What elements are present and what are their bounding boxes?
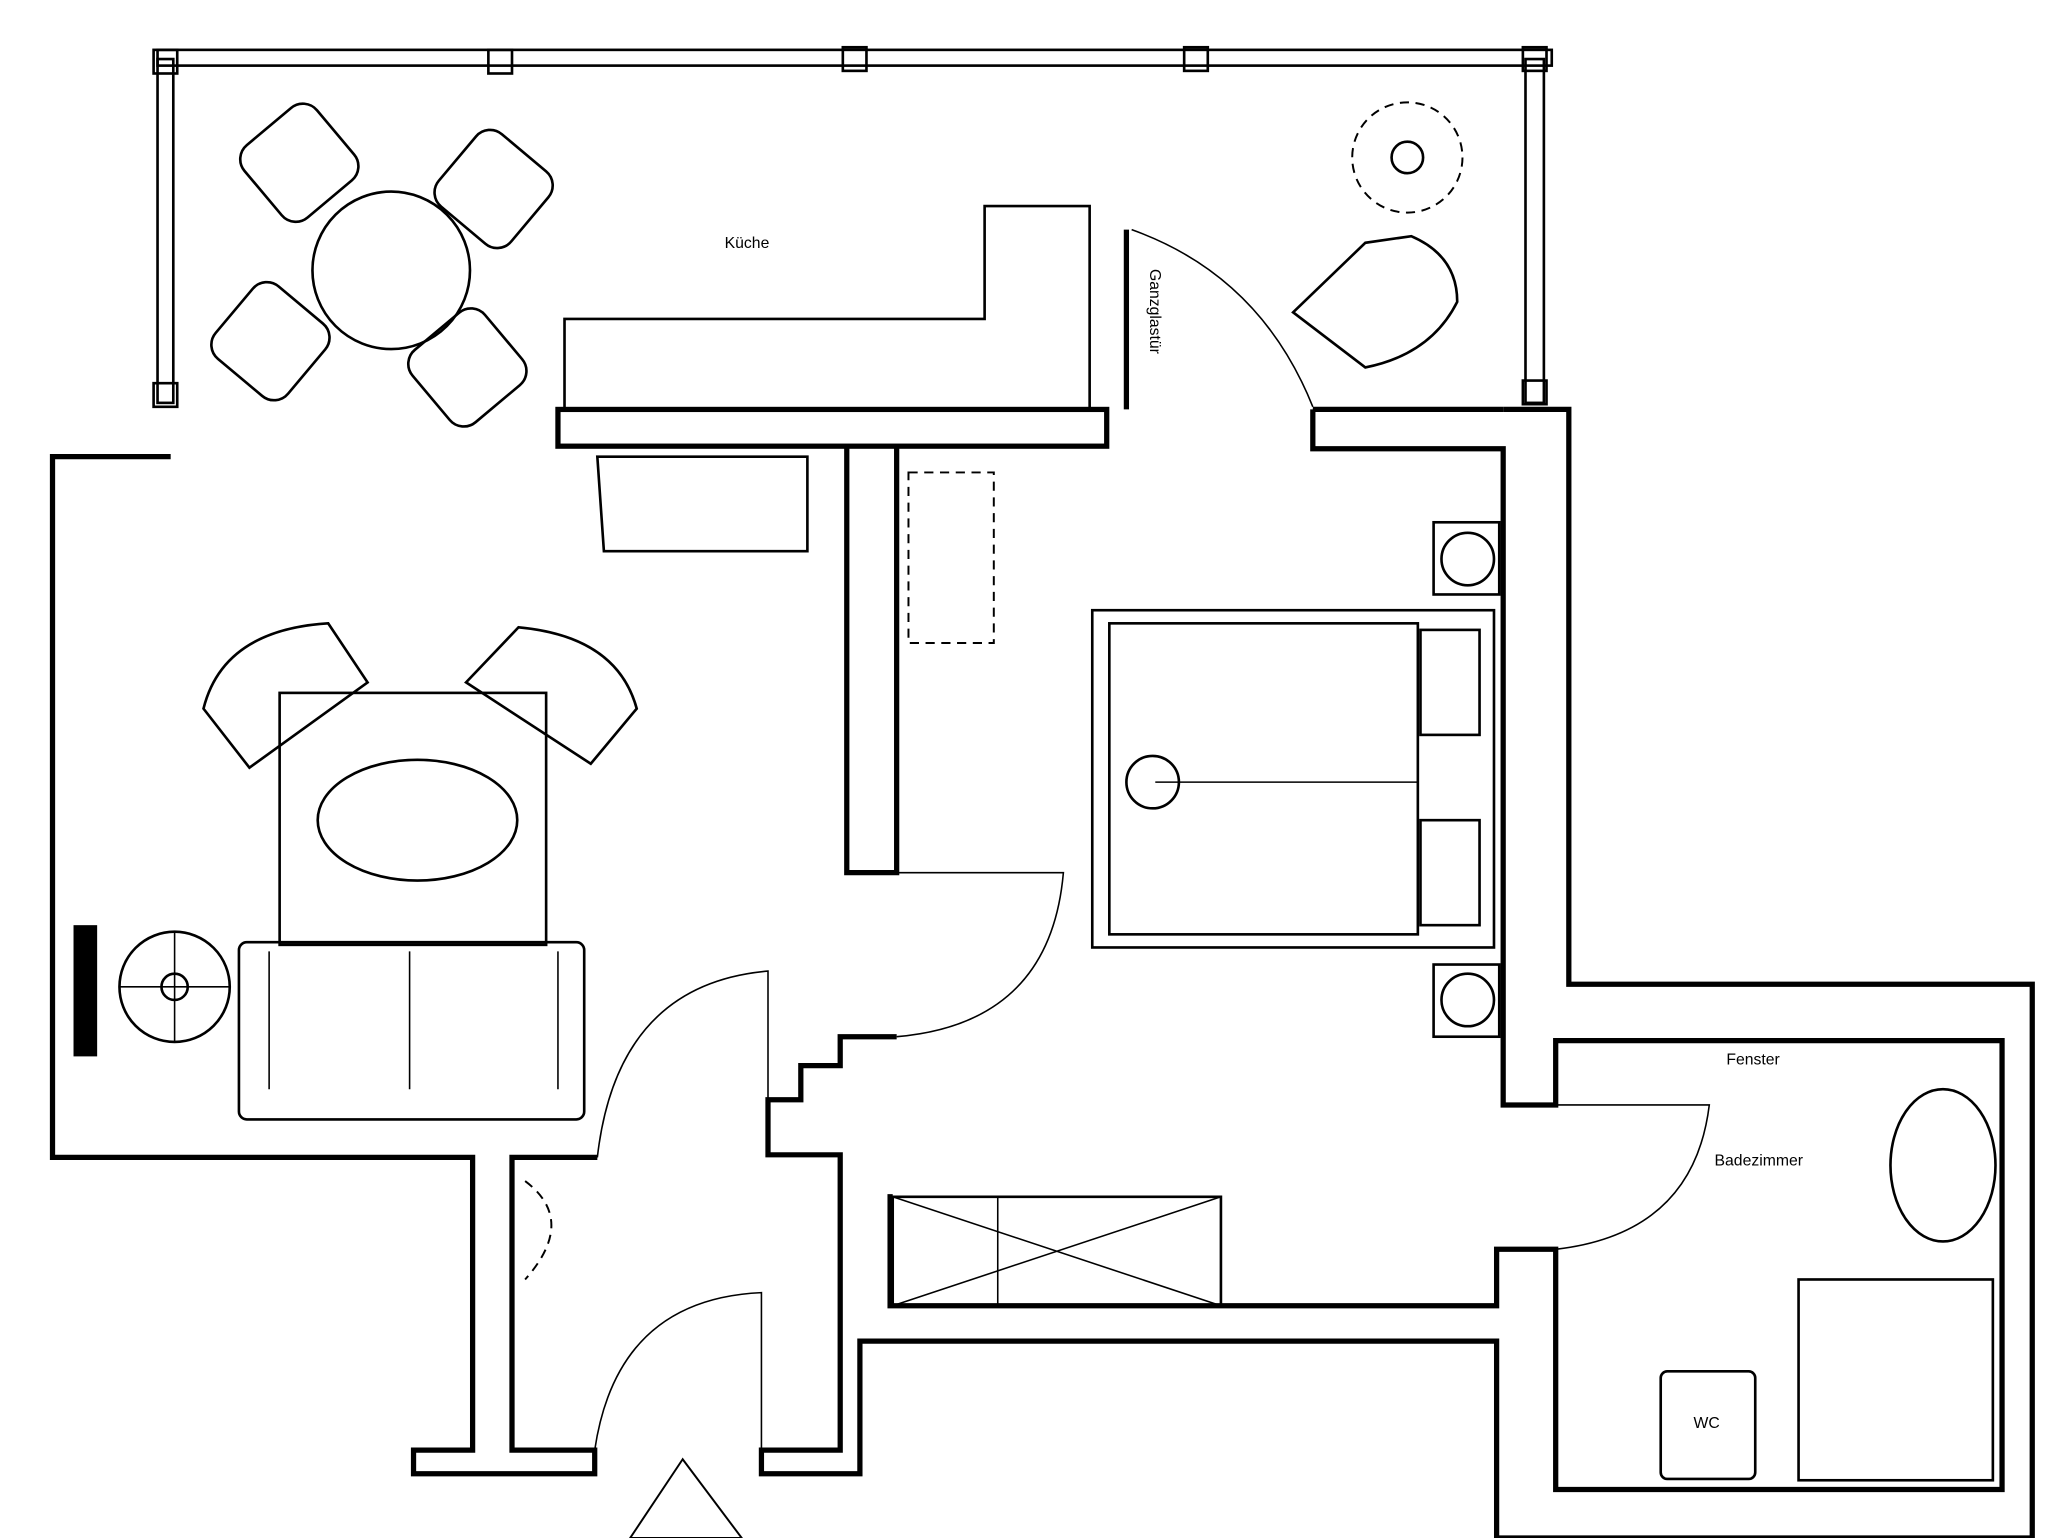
terrace-dining-set <box>210 102 555 428</box>
toilet <box>1659 1370 1757 1481</box>
double-bed <box>1090 608 1496 949</box>
terrace-armchair <box>1291 234 1459 369</box>
nightstand-bottom <box>1432 963 1501 1039</box>
terrace-lamp <box>1351 101 1464 214</box>
shower <box>1797 1278 1995 1482</box>
walls <box>49 406 2035 1538</box>
kitchen-label: Küche <box>725 235 770 252</box>
living-room-door[interactable] <box>596 970 769 1158</box>
nightstand-top <box>1432 520 1501 596</box>
radiator <box>73 925 98 1057</box>
entrance-door[interactable] <box>593 1291 763 1451</box>
coffee-table <box>316 758 519 882</box>
sofa <box>237 940 586 1121</box>
glass-door-swing <box>1131 228 1314 408</box>
wardrobe-bedroom <box>891 1195 1223 1308</box>
floor-lamp <box>118 930 232 1044</box>
wardrobe-hall <box>907 471 995 645</box>
bathroom-door[interactable] <box>1555 1104 1711 1251</box>
window-label: Fenster <box>1726 1051 1779 1068</box>
entrance-arrow <box>628 1457 743 1538</box>
kitchen-cabinet <box>595 455 809 553</box>
bathroom-label: Badezimmer <box>1715 1152 1803 1169</box>
washbasin <box>1889 1087 1997 1243</box>
toilet-label: WC <box>1694 1415 1720 1432</box>
rug <box>278 691 548 947</box>
terrace-railing <box>152 45 1554 409</box>
glass-door-label: Ganzglastür <box>1146 269 1163 354</box>
kitchen-counter <box>563 204 1091 410</box>
living-room-armchairs <box>202 621 639 770</box>
bedroom-door[interactable] <box>896 871 1065 1038</box>
closet-door[interactable] <box>524 1180 553 1281</box>
